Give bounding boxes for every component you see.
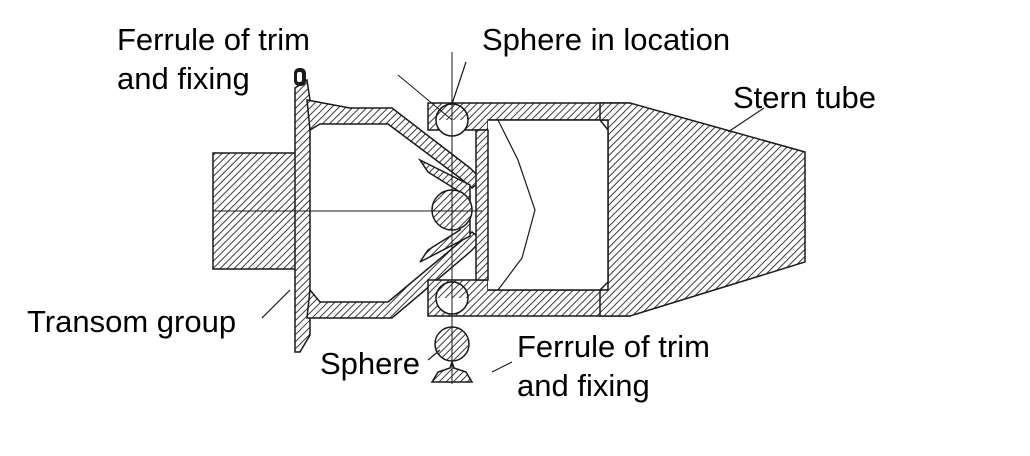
label-ferrule-bottom-line1: Ferrule of trim [517,329,710,364]
label-sphere: Sphere [320,346,420,381]
label-ferrule-bottom-line2: and fixing [517,368,650,403]
label-ferrule-top-line1: Ferrule of trim [117,22,310,57]
leader-lines [261,61,765,373]
label-sphere-in-location: Sphere in location [482,22,730,57]
ferrule-top-part [294,68,306,86]
center-lines [213,52,482,384]
stern-tube-part [427,102,806,317]
label-stern-tube: Stern tube [733,80,876,115]
labels: Ferrule of trim and fixing Sphere in loc… [27,22,876,403]
label-ferrule-top-line2: and fixing [117,61,250,96]
label-transom-group: Transom group [27,304,236,339]
